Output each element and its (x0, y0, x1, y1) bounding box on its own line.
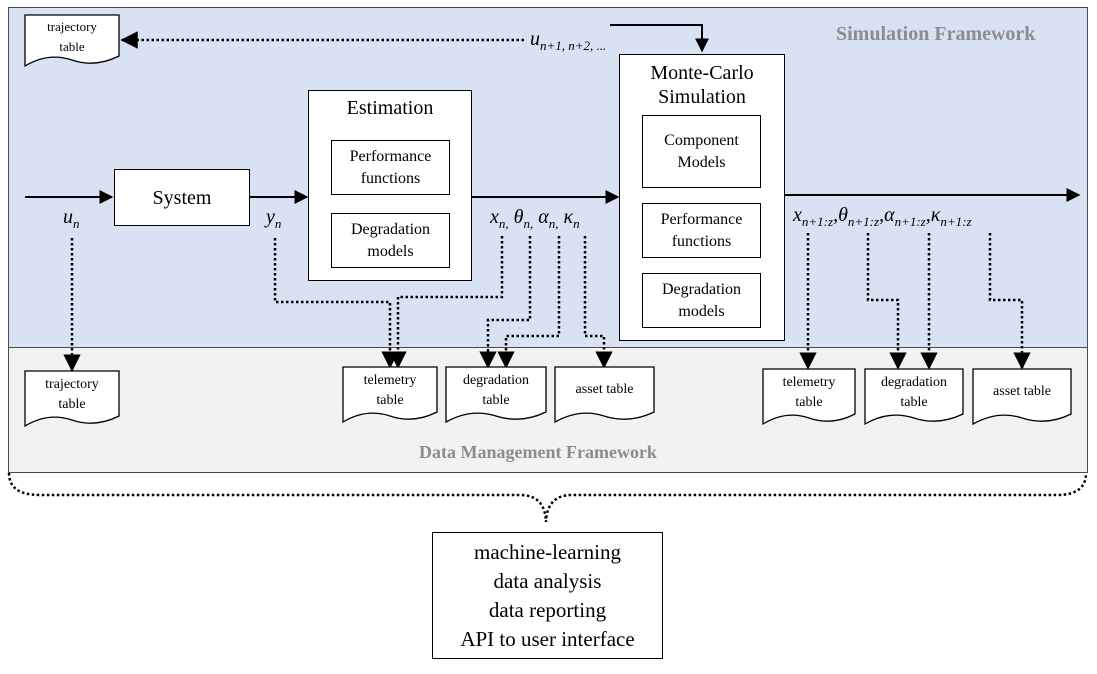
dotted-kappan-to-asset (583, 236, 613, 369)
app-api-user-interface: API to user interface (460, 627, 635, 651)
dotted-alphan-to-degradation (497, 236, 561, 369)
estimation-title: Estimation (346, 97, 434, 119)
signal-state-n: xn, θn, αn, κn (490, 206, 580, 231)
dotted-thetan-to-degradation (479, 236, 532, 369)
app-machine-learning: machine-learning (474, 540, 621, 564)
degradation-table-2-shape (864, 368, 964, 426)
signal-state-future: xn+1:z,θn+1:z,αn+1:z,κn+1:z (793, 204, 972, 229)
signal-y-n: yn (266, 206, 282, 231)
system-block: System (114, 169, 250, 226)
telemetry-table-1-shape (342, 366, 438, 424)
simulation-framework-title: Simulation Framework (836, 23, 1036, 45)
degradation-table-1-shape (445, 366, 547, 424)
signal-u-future: un+1, n+2, ... (530, 28, 607, 53)
asset-table-2: asset table (993, 384, 1051, 399)
app-data-analysis: data analysis (493, 569, 602, 593)
dotted-yn-to-telemetry (273, 238, 399, 369)
dotted-kappafuture-to-asset (988, 233, 1031, 370)
trajectory-table-bottom-shape (24, 370, 120, 428)
asset-table-1: asset table (575, 382, 634, 397)
arrow-future-input-to-montecarlo (610, 24, 709, 53)
asset-table-1-shape (554, 366, 655, 424)
data-management-framework-title: Data Management Framework (419, 442, 657, 462)
asset-table-2-shape (972, 368, 1072, 426)
app-data-reporting: data reporting (488, 598, 607, 622)
trajectory-table-top-shape (24, 14, 120, 68)
applications-box: machine-learning data analysis data repo… (432, 532, 663, 659)
signal-u-n: un (63, 206, 80, 231)
curly-brace (7, 472, 1088, 523)
telemetry-table-2-shape (762, 368, 856, 426)
dotted-xn-to-telemetry (389, 236, 504, 369)
dotted-thetafuture-to-degradation (866, 233, 907, 370)
